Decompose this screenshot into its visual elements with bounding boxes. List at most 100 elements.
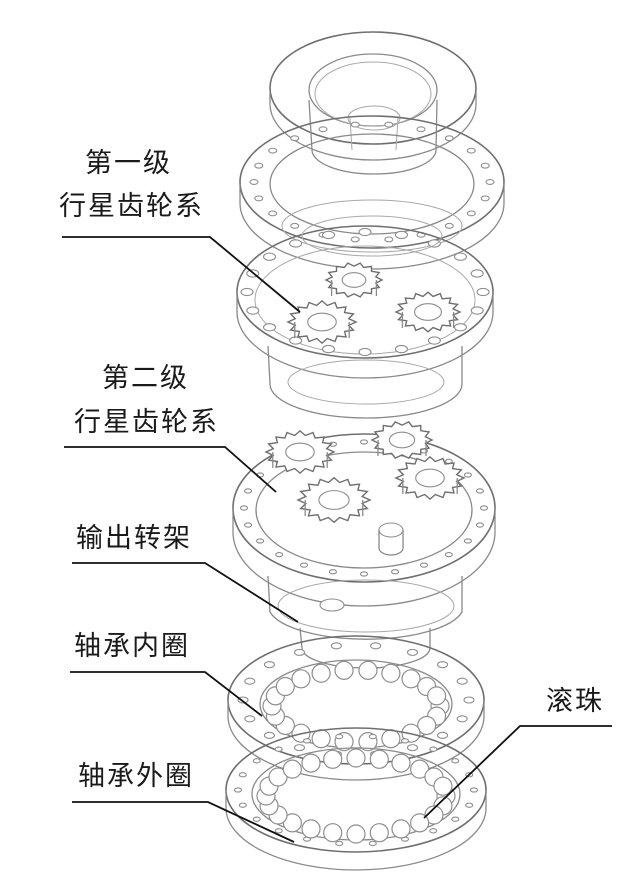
leader-output-carrier — [72, 562, 299, 623]
bolt-hole — [476, 287, 490, 297]
gear-bore — [388, 431, 416, 449]
bolt-hole — [246, 306, 260, 315]
ball — [369, 749, 389, 769]
leader-balls — [423, 725, 612, 819]
ball — [346, 824, 366, 844]
bolt-hole — [406, 744, 419, 752]
bolt-hole — [330, 642, 342, 650]
bolt-hole — [470, 306, 484, 315]
ball — [417, 715, 437, 736]
bolt-hole — [359, 439, 369, 445]
bolt-hole — [470, 269, 484, 278]
gear-bore — [285, 442, 315, 462]
ball — [381, 663, 401, 683]
bolt-hole — [429, 828, 438, 834]
bolt-hole — [368, 840, 377, 847]
bolt-hole — [263, 731, 275, 739]
ball — [291, 669, 311, 689]
bolt-hole — [328, 569, 337, 575]
ball — [358, 660, 378, 680]
ball — [301, 819, 321, 839]
bolt-hole — [252, 758, 261, 764]
bolt-hole — [244, 715, 256, 723]
bolt-hole — [358, 227, 372, 237]
bolt-hole — [416, 126, 426, 133]
bolt-hole — [463, 538, 472, 544]
leader-stage2 — [64, 446, 277, 493]
bolt-hole — [394, 344, 409, 354]
bolt-hole — [451, 758, 460, 764]
bolt-hole — [289, 336, 303, 345]
label-bearing-inner: 轴承内圈 — [74, 631, 190, 662]
bolt-hole — [290, 135, 300, 142]
bolt-hole — [480, 162, 490, 169]
bolt-hole — [262, 323, 277, 332]
bolt-hole — [321, 230, 336, 240]
bolt-hole — [368, 733, 377, 740]
bolt-hole — [249, 179, 259, 185]
gear-bore — [318, 490, 350, 510]
ball — [311, 729, 331, 749]
ball — [401, 669, 421, 689]
bolt-hole — [437, 731, 449, 739]
bolt-hole — [463, 472, 472, 478]
bolt-hole — [254, 195, 264, 202]
bolt-hole — [299, 562, 309, 568]
bolt-hole — [350, 236, 360, 243]
bolt-hole — [384, 121, 394, 128]
bolt-hole — [480, 195, 490, 202]
ball — [391, 819, 411, 839]
bolt-hole — [244, 488, 253, 494]
ball — [323, 823, 343, 843]
gear-side — [401, 312, 455, 328]
bolt-hole — [318, 126, 328, 133]
bolt-hole — [350, 121, 360, 128]
bolt-hole — [244, 677, 256, 685]
bolt-hole — [240, 287, 254, 297]
bolt-hole — [274, 746, 283, 752]
label-output-carrier: 输出转架 — [76, 523, 192, 554]
bolt-hole — [370, 642, 382, 650]
bolt-hole — [465, 802, 474, 808]
ball — [275, 676, 295, 697]
bolt-hole — [335, 733, 344, 740]
bolt-hole — [289, 239, 303, 248]
bolt-hole — [466, 210, 476, 217]
bolt-hole — [254, 162, 264, 169]
bolt-hole — [268, 210, 278, 217]
ball — [323, 749, 343, 769]
bolt-hole — [406, 648, 419, 656]
stage2-planet-gearset — [232, 421, 496, 607]
bolt-hole — [479, 505, 489, 511]
ball — [381, 729, 401, 749]
bolt-hole — [239, 505, 249, 511]
bolt-hole — [451, 816, 460, 822]
bolt-hole — [233, 787, 243, 793]
ball — [311, 663, 331, 683]
ball — [334, 660, 354, 680]
label-stage2-line2: 行星齿轮系 — [74, 407, 219, 438]
leader-bearing-inner — [70, 671, 263, 717]
bolt-hole — [238, 772, 247, 778]
bolt-hole — [384, 236, 394, 243]
output-carrier — [267, 575, 463, 669]
gear-side — [272, 452, 328, 468]
label-bearing-outer: 轴承外圈 — [78, 761, 194, 792]
bolt-hole — [290, 222, 300, 229]
bolt-hole — [293, 648, 306, 656]
bolt-hole — [463, 696, 475, 704]
gear-bore — [415, 468, 445, 488]
sun-gear-teeth — [301, 215, 443, 257]
leader-stage1 — [62, 236, 301, 313]
gear-side — [377, 440, 427, 456]
bolt-hole — [427, 239, 441, 248]
bolt-hole — [456, 715, 468, 723]
bolt-hole — [444, 552, 453, 558]
ball — [301, 753, 321, 773]
bolt-hole — [469, 787, 479, 793]
ball — [426, 686, 447, 706]
bolt-hole — [453, 323, 468, 332]
ball — [282, 759, 302, 779]
ball — [369, 823, 389, 843]
